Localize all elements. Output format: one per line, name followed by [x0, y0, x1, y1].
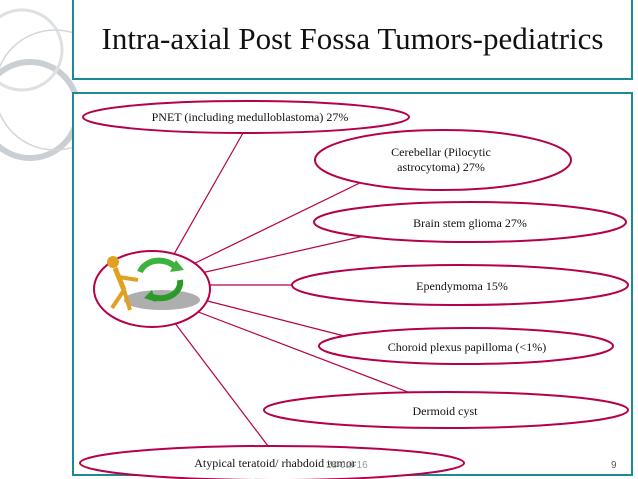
node-label-ependymoma: Ependymoma 15% — [362, 277, 562, 295]
footer-date: 28-Jul-16 — [326, 460, 368, 471]
node-label-brain-stem-glioma: Brain stem glioma 27% — [370, 214, 570, 232]
node-label-choroid-plexus-papilloma: Choroid plexus papilloma (<1%) — [362, 338, 572, 356]
page-number: 9 — [611, 460, 617, 471]
connector-line — [165, 133, 243, 270]
node-label-pnet: PNET (including medulloblastoma) 27% — [100, 108, 400, 126]
connector-line — [165, 310, 268, 446]
recycling-figure-icon — [94, 251, 210, 327]
node-label-cerebellar: Cerebellar (Pilocytic astrocytoma) 27% — [366, 140, 516, 180]
node-label-dermoid-cyst: Dermoid cyst — [350, 402, 540, 420]
